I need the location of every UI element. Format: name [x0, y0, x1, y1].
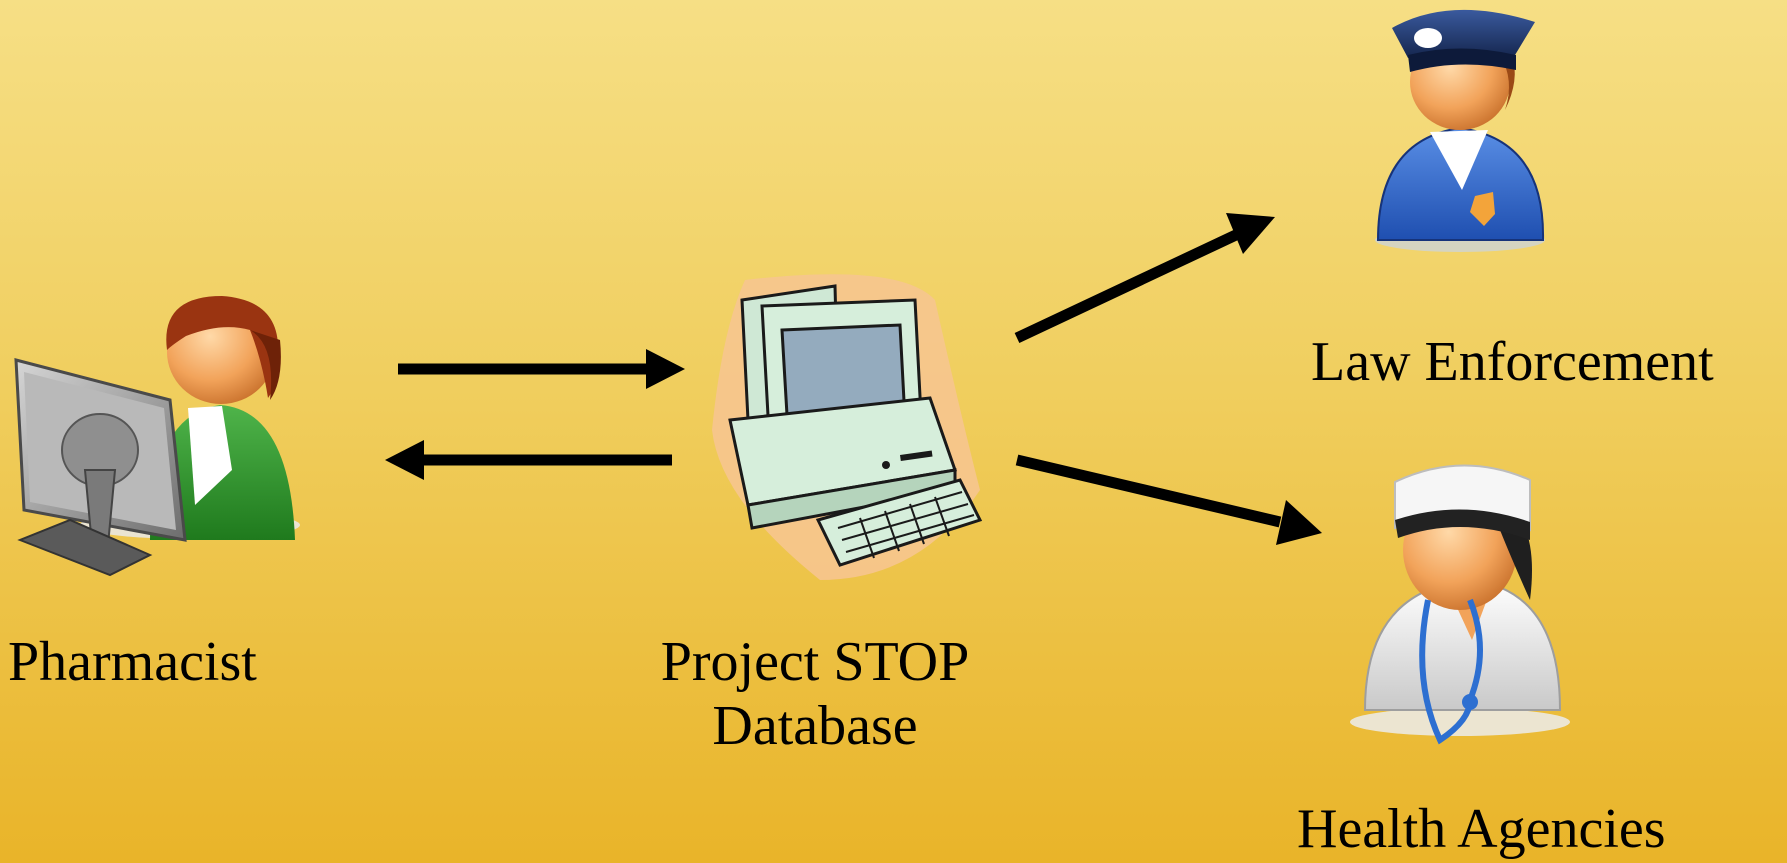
doctor-icon — [1350, 464, 1570, 745]
police-officer-icon — [1375, 9, 1545, 252]
health-agencies-label: Health Agencies — [1297, 798, 1666, 860]
pharmacist-at-computer-icon — [14, 296, 300, 577]
database-label: Project STOP Database — [610, 630, 1020, 759]
arrow-pharmacist-to-database — [398, 349, 685, 389]
arrow-database-to-pharmacist — [385, 440, 672, 480]
arrow-database-to-law-enforcement — [1014, 213, 1275, 343]
database-label-line1: Project STOP — [660, 631, 970, 693]
desktop-computer-icon — [712, 274, 983, 580]
database-label-line2: Database — [712, 695, 918, 758]
law-enforcement-label: Law Enforcement — [1311, 331, 1714, 393]
pharmacist-label: Pharmacist — [8, 631, 257, 693]
arrow-database-to-health-agencies — [1015, 454, 1322, 545]
